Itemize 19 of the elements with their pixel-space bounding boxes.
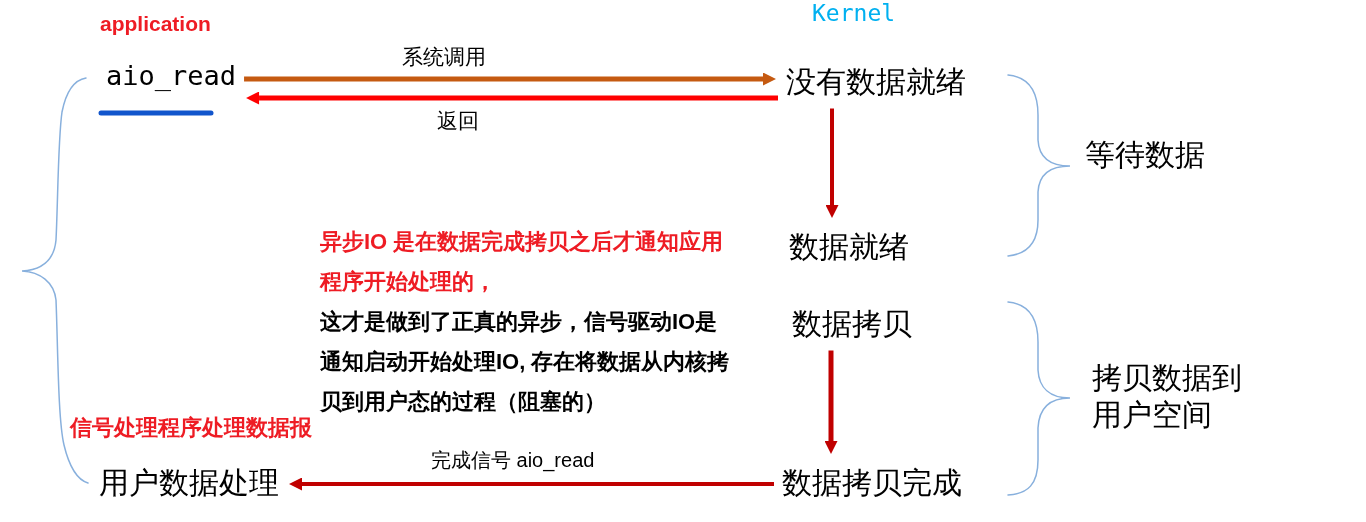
arrow [246,91,778,105]
brace-label: 拷贝数据到用户空间 [1092,360,1243,433]
column-heading: Kernel [812,0,896,28]
function-label: aio_read [106,59,237,93]
column-heading: application [100,11,211,37]
step-label: 数据拷贝 [792,305,912,343]
arrow [289,477,774,491]
arrow [244,72,776,86]
step-label: 数据拷贝完成 [782,464,962,502]
step-label: 没有数据就绪 [786,63,966,101]
step-label: 用户数据处理 [99,464,279,502]
note-text: 异步IO 是在数据完成拷贝之后才通知应用程序开始处理的， [320,228,725,296]
arrow [824,350,838,454]
arrow [825,108,839,218]
note-text: 这才是做到了正真的异步，信号驱动IO是通知启动开始处理IO, 存在将数据从内核拷贝到用户态的过程（阻塞的） [320,308,731,416]
brace-label: 等待数据 [1085,137,1205,173]
note-text: 信号处理程序处理数据报 [70,414,312,442]
edge-label: 完成信号 aio_read [431,448,595,473]
step-label: 数据就绪 [789,228,909,266]
